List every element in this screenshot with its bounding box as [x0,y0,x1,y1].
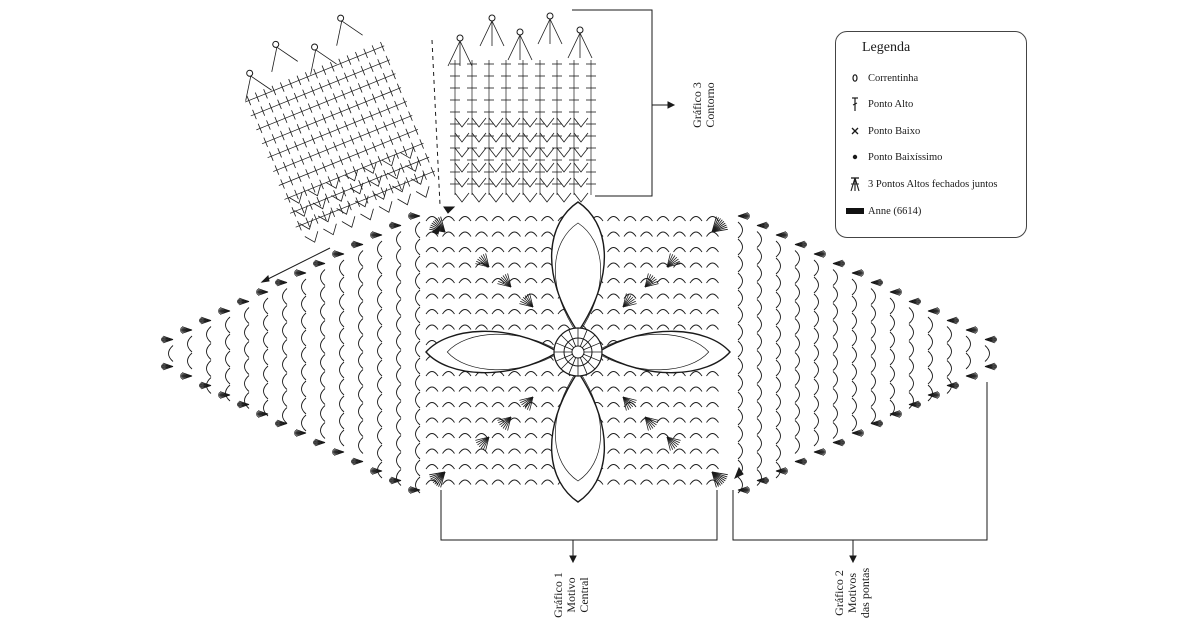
graph1-line3: Central [577,577,591,613]
dc3tog-icon [842,176,868,192]
central-motif-chart [425,201,731,503]
callout-lines [260,9,988,564]
legend-label: Ponto Baixíssimo [868,151,943,163]
legend-item-chain: Correntinha [842,68,918,88]
left-point-motif-chart [161,212,421,494]
graph1-label: Gráfico 1 Motivo Central [551,557,594,633]
legend-item-single-crochet: Ponto Baixo [842,121,920,141]
single-crochet-icon [842,126,868,136]
chain-stitch-icon [842,72,868,84]
legend-item-slip-stitch: Ponto Baixíssimo [842,147,942,167]
yarn-swatch-icon [842,206,868,216]
graph3-label: Gráfico 3 Contorno [690,65,721,145]
legend-label: Anne (6614) [868,205,922,217]
graph3-subtitle: Contorno [703,82,717,128]
legend-label: 3 Pontos Altos fechados juntos [868,178,998,190]
legend-label: Ponto Baixo [868,125,921,137]
legend-item-dc3tog: 3 Pontos Altos fechados juntos [842,174,998,194]
legend-item-yarn: Anne (6614) [842,201,921,221]
slip-stitch-icon [842,152,868,162]
contour-chart [244,12,596,243]
graph2-label: Gráfico 2 Motivos das pontas [832,551,875,635]
legend-label: Ponto Alto [868,98,914,110]
legend-label: Correntinha [868,72,919,84]
right-point-motif-chart [737,212,997,494]
legend-box: Legenda Correntinha Ponto Alto Ponto Bai… [835,31,1027,238]
legend-item-double-crochet: Ponto Alto [842,94,913,114]
double-crochet-icon [842,96,868,112]
graph2-line3: das pontas [858,567,872,619]
legend-title: Legenda [862,40,911,55]
